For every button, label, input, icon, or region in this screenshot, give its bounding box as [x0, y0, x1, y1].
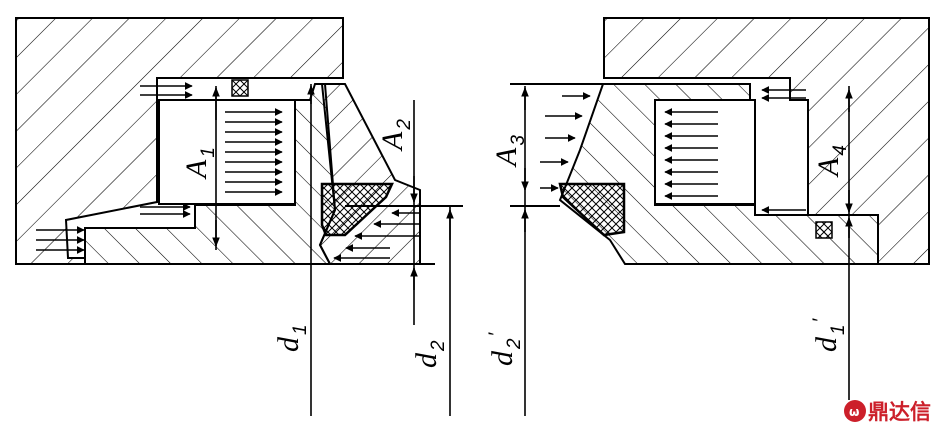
svg-text:A2: A2 — [376, 119, 415, 152]
left-rod — [318, 83, 421, 265]
label-d2: d2 — [410, 340, 449, 368]
right-seal — [558, 182, 626, 237]
left-seal — [320, 182, 394, 237]
left-assembly — [15, 17, 463, 416]
right-chamber-arrows — [664, 108, 718, 200]
label-d2-prime: d2′ — [486, 331, 525, 366]
right-assembly — [510, 17, 930, 416]
label-a3: A3 — [490, 135, 529, 168]
right-pressure-chamber — [654, 99, 756, 205]
label-d1-prime: d1′ — [810, 317, 849, 352]
right-o-ring — [815, 221, 833, 239]
right-taper-arrows — [540, 92, 591, 192]
brand-logo: ω 鼎达信 — [844, 400, 931, 424]
left-gap-arrows — [36, 82, 193, 254]
svg-text:d2′: d2′ — [486, 331, 525, 366]
svg-text:ω: ω — [849, 405, 859, 419]
label-a1: A1 — [180, 147, 219, 180]
svg-text:A3: A3 — [490, 135, 529, 168]
svg-text:A1: A1 — [180, 147, 219, 180]
label-a2: A2 — [376, 119, 415, 152]
left-seal-arrows — [333, 209, 420, 262]
label-a4: A4 — [812, 145, 851, 178]
left-chamber-arrows — [225, 108, 283, 196]
svg-text:d1′: d1′ — [810, 317, 849, 352]
svg-text:d1: d1 — [272, 324, 311, 352]
left-o-ring — [231, 79, 249, 97]
left-housing — [15, 17, 344, 265]
right-gap-arrows — [761, 86, 806, 214]
svg-text:d2: d2 — [410, 340, 449, 368]
logo-text: 鼎达信 — [868, 400, 931, 424]
label-d1: d1 — [272, 324, 311, 352]
logo-mark-icon — [844, 400, 866, 422]
svg-text:A4: A4 — [812, 145, 851, 178]
